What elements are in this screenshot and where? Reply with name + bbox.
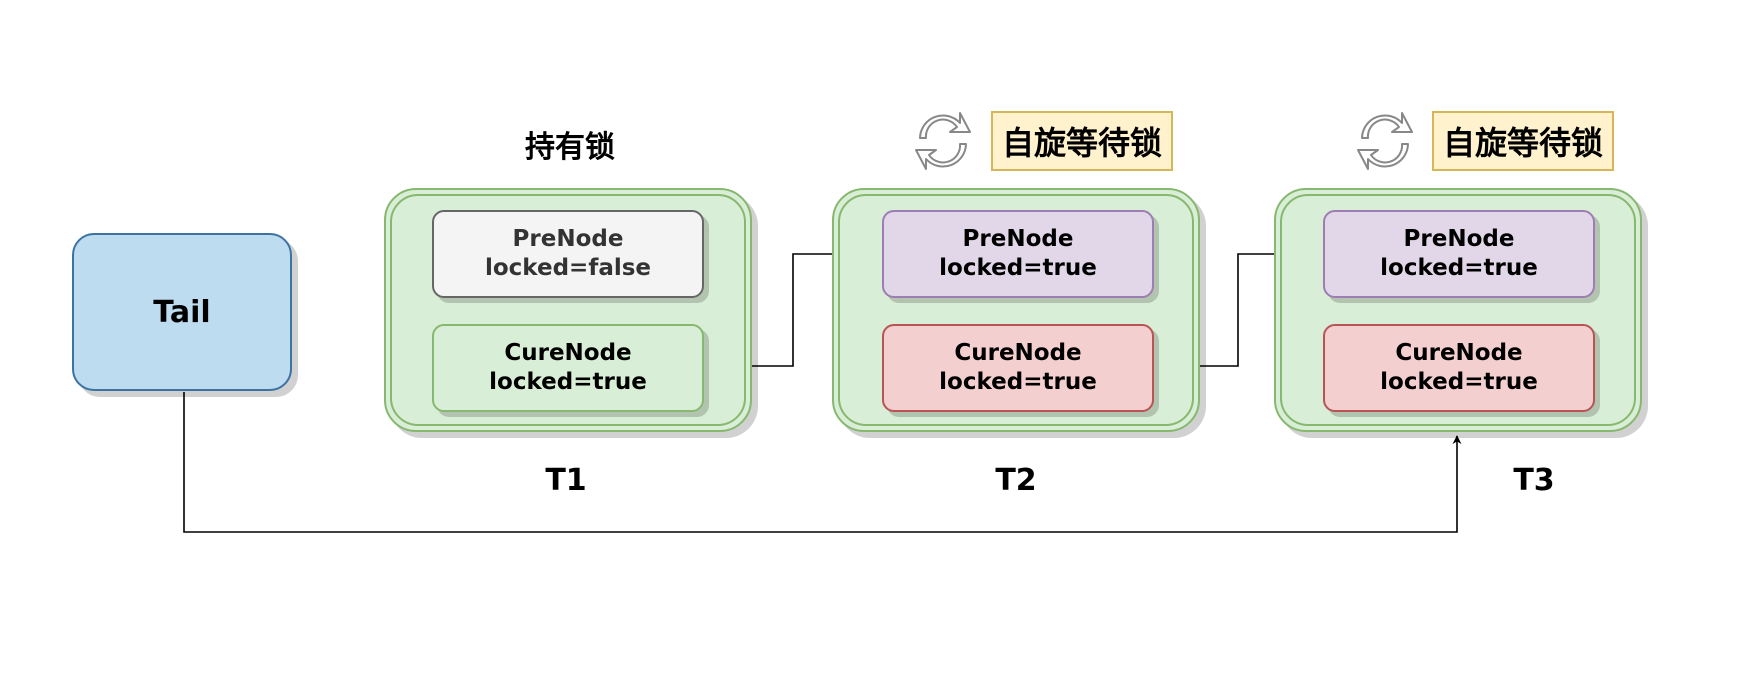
tail-label: Tail <box>153 294 211 330</box>
tail-to-t3-connector <box>183 392 1462 533</box>
t1-status-label: 持有锁 <box>525 130 615 165</box>
t2-pre-node: PreNode locked=true <box>882 210 1154 298</box>
t2-cure-node-name: CureNode <box>954 340 1082 366</box>
t1-pre-node-value: locked=false <box>484 255 652 281</box>
t2-pre-node-name: PreNode <box>962 226 1074 252</box>
t1-cure-node: CureNode locked=true <box>432 324 704 412</box>
t1-thread-label: T1 <box>545 462 587 498</box>
t1-cure-node-name: CureNode <box>504 340 632 366</box>
t3-pre-node-value: locked=true <box>1380 255 1538 281</box>
tail-node: Tail <box>72 233 292 391</box>
t2-cure-node: CureNode locked=true <box>882 324 1154 412</box>
t3-sync-icon <box>1357 112 1413 170</box>
t2-pre-node-value: locked=true <box>939 255 1097 281</box>
t3-cure-node-value: locked=true <box>1380 369 1538 395</box>
t2-cure-node-value: locked=true <box>939 369 1097 395</box>
t3-thread-label: T3 <box>1513 462 1555 498</box>
t3-pre-node: PreNode locked=true <box>1323 210 1595 298</box>
t3-pre-node-name: PreNode <box>1403 226 1515 252</box>
t1-pre-node-name: PreNode <box>512 226 624 252</box>
t3-cure-node: CureNode locked=true <box>1323 324 1595 412</box>
t2-thread-label: T2 <box>995 462 1037 498</box>
t3-status-label: 自旋等待锁 <box>1432 111 1614 171</box>
t2-status-label: 自旋等待锁 <box>991 111 1173 171</box>
t2-sync-icon <box>915 112 971 170</box>
t3-cure-node-name: CureNode <box>1395 340 1523 366</box>
t1-pre-node: PreNode locked=false <box>432 210 704 298</box>
t1-cure-node-value: locked=true <box>489 369 647 395</box>
